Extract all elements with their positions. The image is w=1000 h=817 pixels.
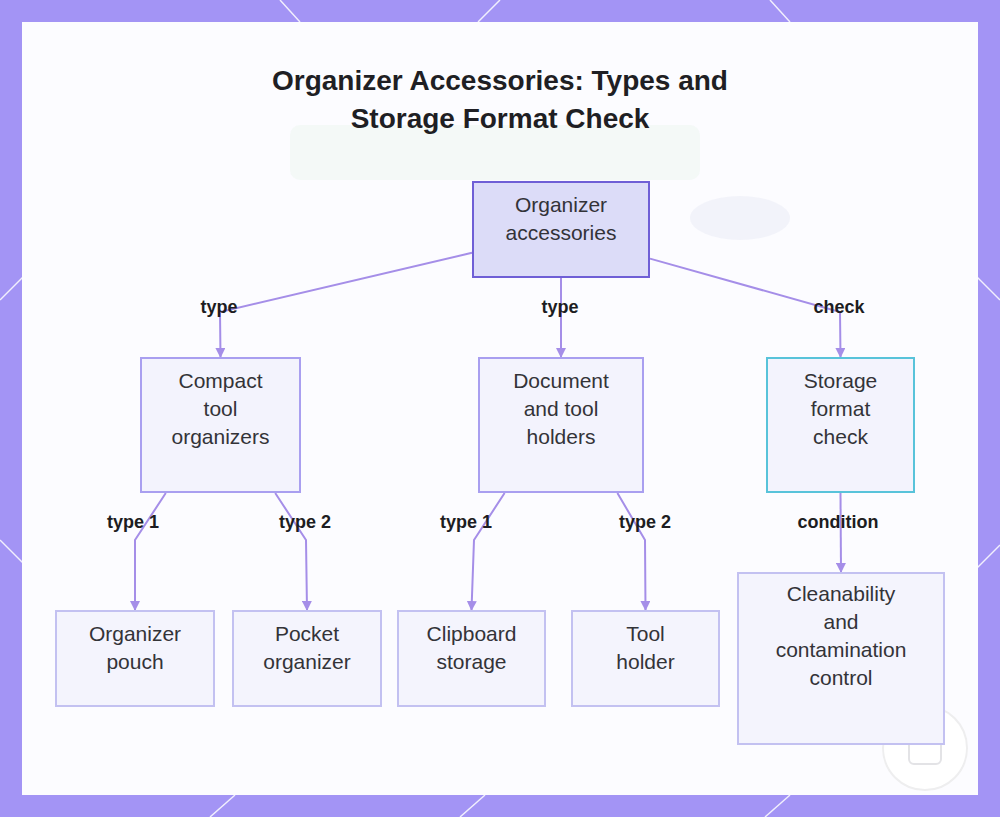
connector-line bbox=[840, 493, 843, 572]
edge-label: type 1 bbox=[437, 511, 495, 533]
node-label: Clipboard storage bbox=[414, 620, 529, 676]
corner-line bbox=[478, 0, 500, 22]
node-label: Document and tool holders bbox=[502, 367, 620, 451]
leaf-box: Organizer pouch bbox=[55, 610, 215, 707]
node-label: Cleanability and contamination control bbox=[767, 580, 915, 692]
check-box: Storage format check bbox=[766, 357, 915, 493]
corner-line bbox=[770, 0, 790, 22]
connector-line bbox=[220, 253, 472, 357]
node-label: Tool holder bbox=[598, 620, 693, 676]
edge-label: type bbox=[197, 296, 240, 318]
connector-line bbox=[617, 493, 645, 610]
inner-panel bbox=[22, 22, 978, 795]
corner-line bbox=[975, 275, 1000, 300]
leaf-box: Pocket organizer bbox=[232, 610, 382, 707]
corner-line bbox=[975, 545, 1000, 570]
node-label: Organizer accessories bbox=[492, 191, 630, 247]
leaf-box: Tool holder bbox=[571, 610, 720, 707]
edge-label: type bbox=[538, 296, 581, 318]
condition-box: Cleanability and contamination control bbox=[737, 572, 945, 745]
connector-line bbox=[275, 493, 307, 610]
category-box: Document and tool holders bbox=[478, 357, 644, 493]
corner-line bbox=[280, 0, 300, 22]
edge-label: check bbox=[810, 296, 867, 318]
connector-line bbox=[650, 259, 841, 357]
category-box: Compact tool organizers bbox=[140, 357, 301, 493]
connector-line bbox=[472, 493, 505, 610]
leaf-box: Clipboard storage bbox=[397, 610, 546, 707]
node-label: Compact tool organizers bbox=[164, 367, 277, 451]
corner-line bbox=[765, 795, 790, 817]
edge-label: type 1 bbox=[104, 511, 162, 533]
connector-line bbox=[135, 493, 166, 610]
node-label: Storage format check bbox=[788, 367, 893, 451]
corner-line bbox=[460, 795, 485, 817]
edge-label: type 2 bbox=[616, 511, 674, 533]
faded-backdrop bbox=[690, 196, 790, 240]
connector-line bbox=[560, 278, 562, 357]
diagram-title: Organizer Accessories: Types and Storage… bbox=[220, 62, 780, 138]
node-label: Pocket organizer bbox=[249, 620, 365, 676]
corner-line bbox=[210, 795, 235, 817]
edge-label: condition bbox=[795, 511, 882, 533]
edge-label: type 2 bbox=[276, 511, 334, 533]
node-label: Organizer pouch bbox=[77, 620, 193, 676]
root-box: Organizer accessories bbox=[472, 181, 650, 278]
